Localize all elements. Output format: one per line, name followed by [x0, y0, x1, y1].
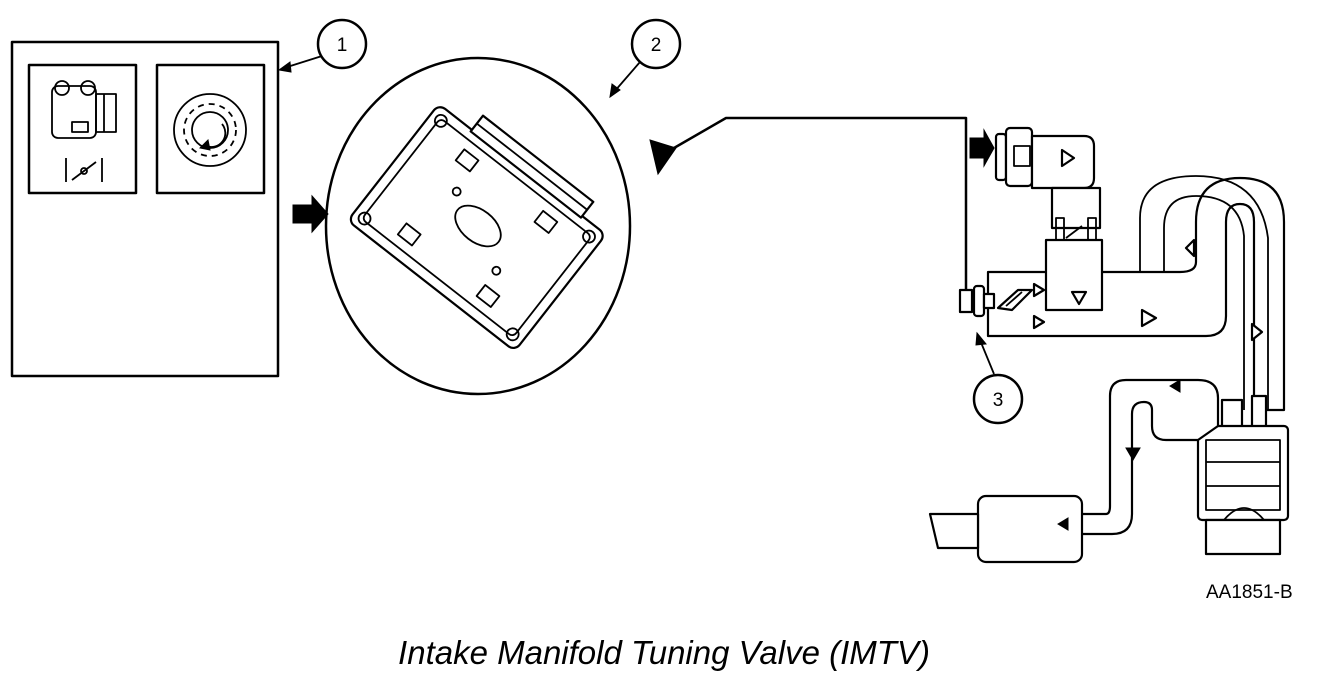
svg-text:1: 1 [337, 35, 348, 56]
imtv-valve [958, 284, 1034, 318]
callout-2: 2 [630, 18, 682, 70]
callout-3: 3 [972, 373, 1024, 425]
callout-1: 1 [316, 18, 368, 70]
reference-code: AA1851-B [1206, 582, 1293, 603]
intake-system [928, 126, 1290, 564]
crankshaft-position-sensor-icon [155, 63, 266, 195]
svg-text:2: 2 [651, 35, 662, 56]
svg-text:3: 3 [993, 390, 1004, 411]
control-wire [672, 116, 968, 292]
pcm-module [324, 56, 641, 396]
sensor-panel [10, 40, 323, 378]
throttle-position-sensor-icon [27, 63, 138, 195]
diagram-caption: Intake Manifold Tuning Valve (IMTV) [398, 634, 930, 671]
output-arrow-icon [649, 139, 677, 176]
signal-arrow-icon [292, 194, 329, 234]
